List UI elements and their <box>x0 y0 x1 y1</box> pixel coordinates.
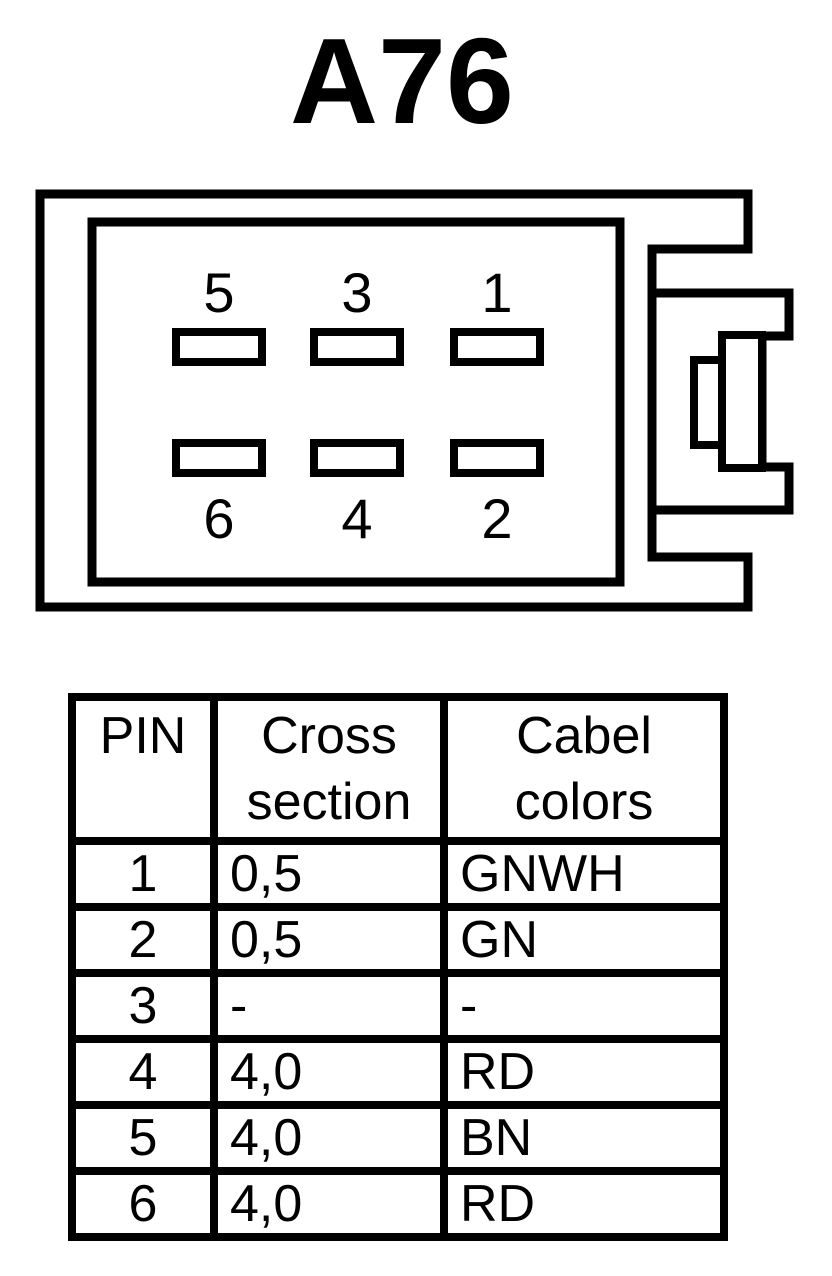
cross-section-value: 0,5 <box>210 837 448 911</box>
pin-slot-1 <box>450 328 544 366</box>
table-row: 2 0,5 GN <box>68 903 728 977</box>
pin-slot-4 <box>310 439 404 477</box>
header-cross-section: Cross section <box>210 693 448 845</box>
pin-value: 3 <box>68 969 218 1043</box>
connector-cavity-outline <box>87 217 625 587</box>
pin-number-label: 5 <box>203 261 234 324</box>
header-pin: PIN <box>68 693 218 845</box>
cable-color-value: BN <box>440 1101 728 1175</box>
latch-detail <box>690 356 726 449</box>
page-title: A76 <box>290 13 514 149</box>
pin-slot-5 <box>172 328 266 366</box>
pin-value: 6 <box>68 1167 218 1241</box>
table-header-row: PIN Cross section Cabel colors <box>68 693 728 845</box>
cross-section-value: - <box>210 969 448 1043</box>
pin-value: 1 <box>68 837 218 911</box>
cable-color-value: - <box>440 969 728 1043</box>
cable-color-value: RD <box>440 1035 728 1109</box>
cross-section-value: 0,5 <box>210 903 448 977</box>
table-row: 5 4,0 BN <box>68 1101 728 1175</box>
table-row: 1 0,5 GNWH <box>68 837 728 911</box>
cable-color-value: RD <box>440 1167 728 1241</box>
connector-diagram: 5 3 1 6 4 2 <box>35 189 794 612</box>
pin-number-label: 6 <box>203 487 234 550</box>
cross-section-value: 4,0 <box>210 1101 448 1175</box>
pin-number-label: 4 <box>341 487 372 550</box>
table-row: 6 4,0 RD <box>68 1167 728 1241</box>
pin-slot-2 <box>450 439 544 477</box>
pin-number-label: 2 <box>481 487 512 550</box>
header-cable-colors: Cabel colors <box>440 693 728 845</box>
cross-section-value: 4,0 <box>210 1035 448 1109</box>
cross-section-value: 4,0 <box>210 1167 448 1241</box>
pin-number-label: 3 <box>341 261 372 324</box>
pin-value: 2 <box>68 903 218 977</box>
pin-slot-6 <box>172 439 266 477</box>
pin-value: 5 <box>68 1101 218 1175</box>
cable-color-value: GN <box>440 903 728 977</box>
table-row: 3 - - <box>68 969 728 1043</box>
pin-value: 4 <box>68 1035 218 1109</box>
pin-number-label: 1 <box>481 261 512 324</box>
cable-color-value: GNWH <box>440 837 728 911</box>
latch-tab <box>718 331 766 472</box>
pinout-table: PIN Cross section Cabel colors 1 0,5 GNW… <box>68 693 728 1241</box>
table-row: 4 4,0 RD <box>68 1035 728 1109</box>
pin-slot-3 <box>310 328 404 366</box>
